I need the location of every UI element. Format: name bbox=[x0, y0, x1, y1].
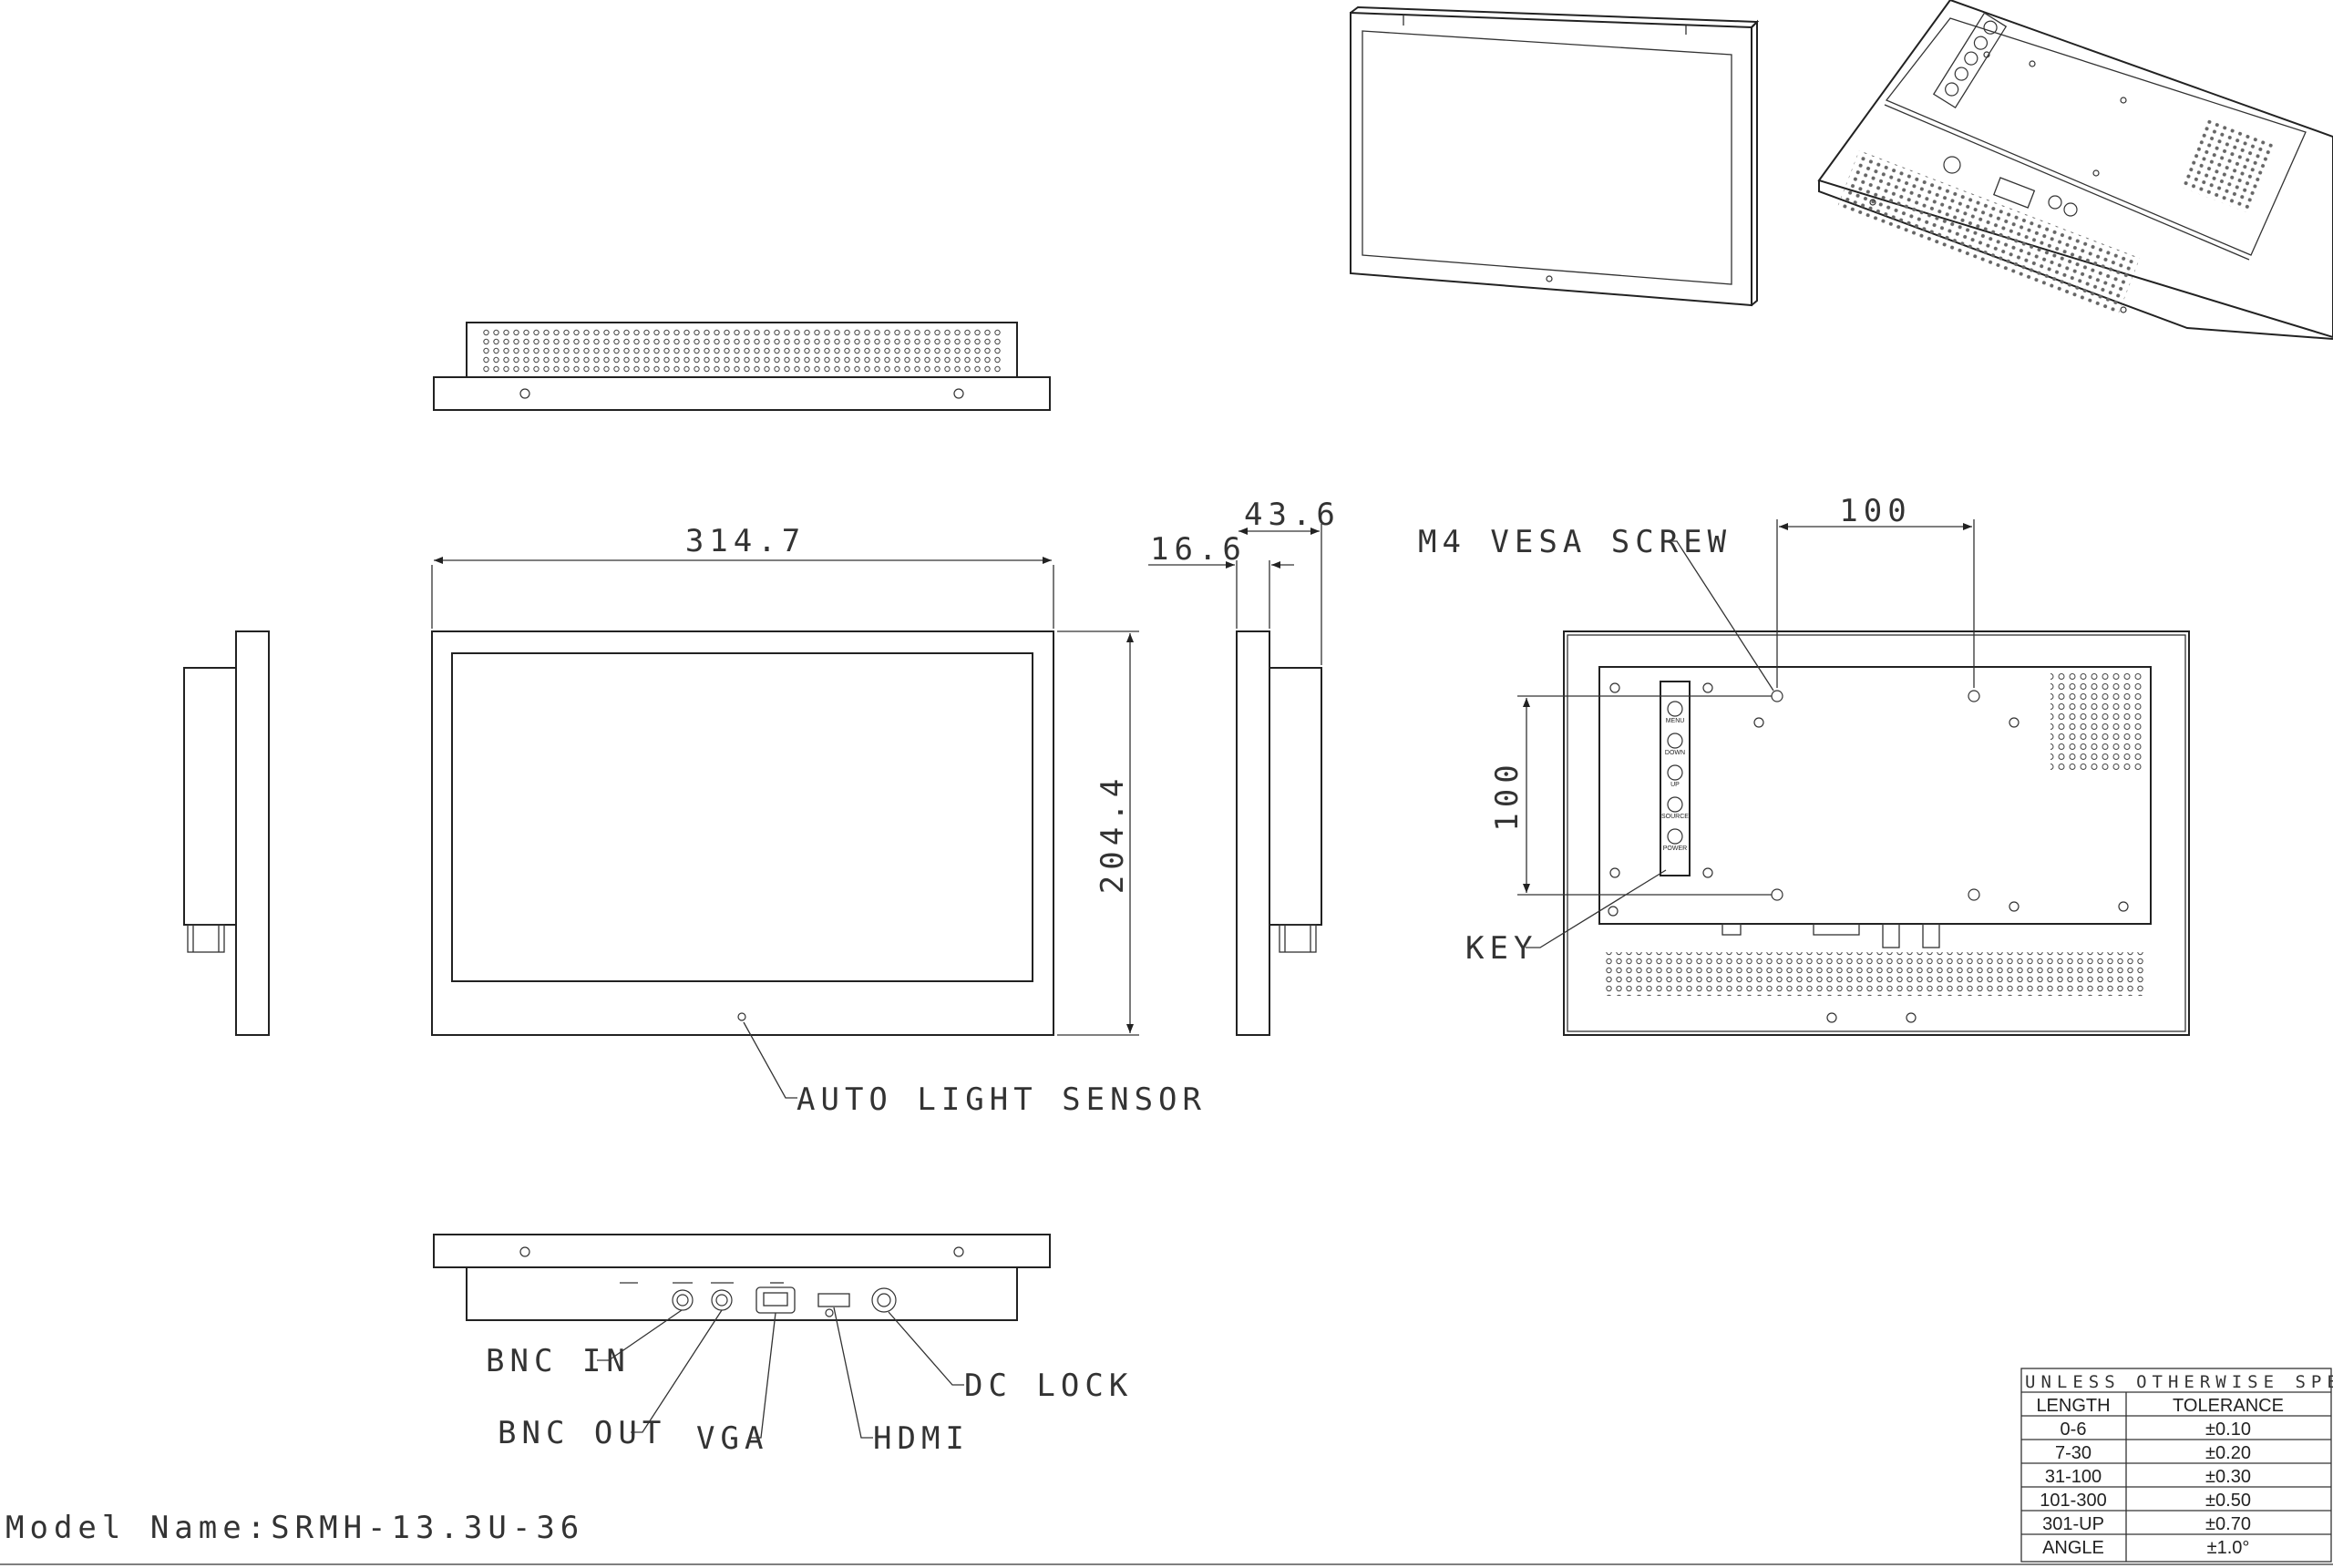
front-view: 314.7 204.4 AUTO LIGHT SENSOR bbox=[431, 523, 1207, 1118]
tolerance-length: 101-300 bbox=[2040, 1491, 2106, 1511]
bnc-in-label: BNC IN bbox=[486, 1343, 631, 1379]
vga-label: VGA bbox=[696, 1420, 768, 1457]
right-side-view: 16.6 43.6 bbox=[1148, 497, 1341, 1036]
keypad-label-power: POWER bbox=[1663, 845, 1687, 852]
tolerance-header-tolerance: TOLERANCE bbox=[2173, 1396, 2284, 1416]
top-view bbox=[433, 322, 1051, 411]
tolerance-value: ±0.10 bbox=[2205, 1419, 2251, 1440]
tolerance-title: UNLESS OTHERWISE SPECIFIED bbox=[2025, 1372, 2333, 1392]
tolerance-length: 0-6 bbox=[2061, 1419, 2087, 1440]
tolerance-value: ±0.70 bbox=[2205, 1514, 2251, 1534]
auto-light-sensor-label: AUTO LIGHT SENSOR bbox=[797, 1081, 1207, 1118]
left-side-view bbox=[183, 630, 270, 1036]
tolerance-length: 7-30 bbox=[2055, 1443, 2091, 1463]
isometric-front-view bbox=[1350, 5, 1760, 307]
hdmi-label: HDMI bbox=[873, 1420, 970, 1457]
tolerance-value: ±1.0° bbox=[2207, 1538, 2250, 1558]
tolerance-length: 31-100 bbox=[2045, 1467, 2102, 1487]
width-dimension: 314.7 bbox=[685, 523, 806, 559]
tolerance-value: ±0.50 bbox=[2205, 1491, 2251, 1511]
height-dimension: 204.4 bbox=[1095, 774, 1131, 894]
tolerance-header-length: LENGTH bbox=[2036, 1396, 2110, 1416]
tolerance-length: 301-UP bbox=[2042, 1514, 2104, 1534]
keypad-label-menu: MENU bbox=[1666, 718, 1685, 724]
keypad-label-down: DOWN bbox=[1665, 750, 1685, 756]
total-depth-dimension: 43.6 bbox=[1244, 497, 1341, 533]
vesa-vertical-dimension: 100 bbox=[1489, 759, 1526, 831]
tolerance-value: ±0.30 bbox=[2205, 1467, 2251, 1487]
keypad-label-up: UP bbox=[1670, 782, 1680, 788]
keypad-label-source: SOURCE bbox=[1661, 814, 1689, 820]
tolerance-length: ANGLE bbox=[2042, 1538, 2104, 1558]
bnc-out-label: BNC OUT bbox=[498, 1415, 666, 1451]
tolerance-value: ±0.20 bbox=[2205, 1443, 2251, 1463]
vesa-screw-label: M4 VESA SCREW bbox=[1418, 524, 1732, 560]
tolerance-table: UNLESS OTHERWISE SPECIFIED LENGTH TOLERA… bbox=[2020, 1368, 2333, 1563]
bottom-view: BNC IN BNC OUT VGA HDMI DC LOCK bbox=[433, 1234, 1133, 1457]
dc-lock-label: DC LOCK bbox=[964, 1368, 1133, 1404]
key-label: KEY bbox=[1465, 930, 1537, 967]
osd-keypad: MENU DOWN UP SOURCE POWER bbox=[1660, 681, 1691, 876]
panel-depth-dimension: 16.6 bbox=[1150, 531, 1247, 568]
model-name: Model Name:SRMH-13.3U-36 bbox=[5, 1510, 584, 1546]
isometric-rear-view bbox=[1817, 0, 2333, 340]
vesa-horizontal-dimension: 100 bbox=[1839, 493, 1911, 529]
rear-view: MENU DOWN UP SOURCE POWER bbox=[1418, 493, 2190, 1036]
